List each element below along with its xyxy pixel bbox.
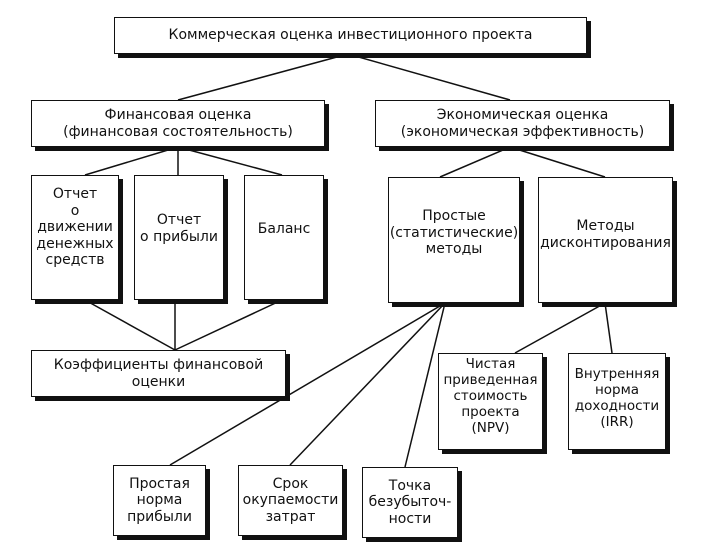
- financial-evaluation-title: Финансовая оценка: [104, 106, 252, 123]
- payback-line: окупаемости: [242, 492, 339, 509]
- connector-simple-rate: [169, 302, 446, 466]
- npv-line: (NPV): [471, 419, 510, 436]
- balance-box: Баланс: [244, 175, 324, 300]
- root-label: Коммерческая оценка инвестиционного прое…: [168, 27, 533, 44]
- simple-methods-box: Простые (статистические) методы: [388, 177, 520, 303]
- payback-line: затрат: [265, 508, 316, 525]
- financial-ratios-line: оценки: [131, 373, 186, 390]
- irr-line: Внутренняя: [574, 366, 660, 382]
- financial-ratios-box: Коэффициенты финансовой оценки: [31, 350, 286, 397]
- payback-line: Срок: [272, 475, 309, 492]
- connector-balance-ratios: [174, 299, 283, 351]
- npv-line: приведенная: [443, 371, 538, 388]
- discount-methods-box: Методы дисконтирования: [538, 177, 673, 303]
- simple-methods-line: методы: [425, 241, 483, 258]
- economic-evaluation-title: Экономическая оценка: [436, 106, 609, 123]
- npv-box: Чистая приведенная стоимость проекта (NP…: [438, 353, 543, 450]
- connector-root-economic: [347, 53, 511, 101]
- breakeven-line: ности: [388, 510, 432, 527]
- simple-rate-line: прибыли: [127, 508, 192, 525]
- root-box: Коммерческая оценка инвестиционного прое…: [114, 17, 587, 54]
- cashflow-line: средств: [45, 252, 105, 269]
- cashflow-line: движении: [37, 219, 113, 236]
- economic-evaluation-box: Экономическая оценка (экономическая эффе…: [375, 100, 670, 147]
- connector-root-financial: [177, 53, 349, 101]
- simple-rate-line: норма: [136, 492, 183, 509]
- financial-evaluation-subtitle: (финансовая состоятельность): [63, 123, 293, 140]
- connector-eco-simple: [439, 146, 511, 178]
- breakeven-point-box: Точка безубыточ- ности: [362, 467, 458, 538]
- discount-methods-line: дисконтирования: [540, 234, 671, 251]
- irr-line: (IRR): [600, 413, 634, 430]
- cashflow-line: денежных: [36, 235, 114, 252]
- irr-line: норма: [594, 381, 640, 398]
- npv-line: проекта: [461, 403, 520, 420]
- cashflow-line: Отчет: [52, 186, 98, 202]
- simple-rate-line: Простая: [129, 475, 190, 492]
- cashflow-report-box: Отчет о движении денежных средств: [31, 175, 119, 300]
- discount-methods-line: Методы: [576, 218, 635, 234]
- connector-cashflow-ratios: [84, 299, 176, 351]
- connector-simple-payback: [289, 302, 446, 466]
- simple-methods-line: (статистические): [389, 224, 519, 241]
- payback-period-box: Срок окупаемости затрат: [238, 465, 343, 536]
- simple-rate-of-return-box: Простая норма прибыли: [113, 465, 206, 536]
- irr-line: доходности: [574, 397, 660, 414]
- irr-box: Внутренняя норма доходности (IRR): [568, 353, 666, 450]
- connector-eco-discount: [509, 146, 606, 178]
- connector-discount-irr: [604, 302, 613, 354]
- profit-report-line: Отчет: [156, 212, 202, 228]
- profit-report-line: о прибыли: [140, 228, 218, 245]
- connector-discount-npv: [514, 302, 606, 354]
- financial-ratios-line: Коэффициенты финансовой: [53, 356, 264, 373]
- simple-methods-line: Простые: [422, 208, 486, 224]
- economic-evaluation-subtitle: (экономическая эффективность): [400, 123, 645, 140]
- npv-line: стоимость: [453, 387, 528, 404]
- financial-evaluation-box: Финансовая оценка (финансовая состоятель…: [31, 100, 325, 147]
- profit-report-box: Отчет о прибыли: [134, 175, 224, 300]
- connector-simple-breakeven: [404, 302, 446, 468]
- breakeven-line: Точка: [388, 477, 432, 494]
- balance-label: Баланс: [257, 221, 311, 237]
- npv-line: Чистая: [465, 356, 516, 372]
- cashflow-line: о: [70, 202, 80, 219]
- connector-fin-balance: [177, 146, 283, 176]
- breakeven-line: безубыточ-: [368, 494, 452, 511]
- connector-fin-cashflow: [84, 146, 179, 176]
